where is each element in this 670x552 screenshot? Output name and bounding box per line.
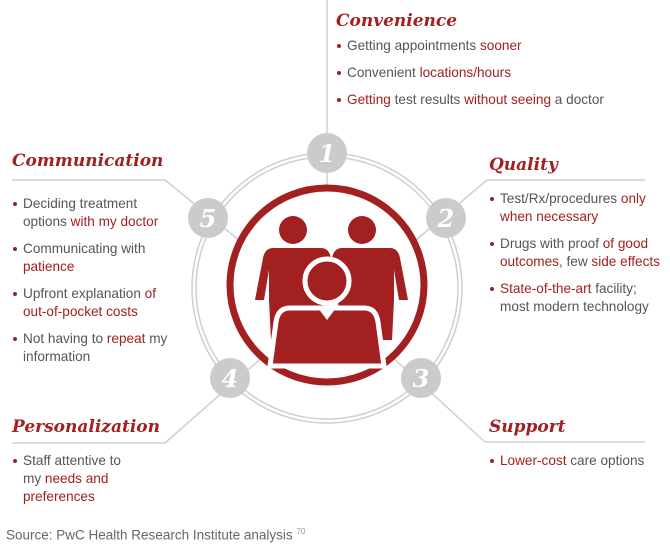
bullet-list-support: Lower-cost care options [489,452,665,470]
bullet-text: , few [558,254,592,269]
bullet-text: facility; most modern technology [500,281,649,314]
heading-convenience: Convenience [336,11,458,31]
people-group-icon [255,216,408,369]
category-quality: Quality Test/Rx/procedures only when nec… [489,154,665,325]
bullet-item: Lower-cost care options [489,452,665,470]
number-5: 5 [200,204,217,233]
bullet-text: Convenient [347,65,420,80]
source-note: Source: PwC Health Research Institute an… [6,527,305,543]
bullet-item: Getting appointments sooner [336,37,666,55]
number-circle-2 [426,198,466,238]
highlight-text: only when necessary [500,191,646,224]
category-support: Support Lower-cost care options [489,416,665,479]
number-3: 3 [413,364,430,393]
category-personalization: Personalization Staff attentive to my ne… [12,416,172,515]
bullet-text: Communicating with [23,241,146,256]
category-communication: Communication Deciding treatment options… [12,150,182,375]
bullet-item: Getting test results without seeing a do… [336,91,666,109]
footnote-ref: 70 [296,527,306,536]
heading-personalization: Personalization [12,417,160,437]
number-circle-4 [210,358,250,398]
highlight-text: of good outcomes [500,236,649,269]
highlight-text: with my doctor [70,214,159,229]
bullet-text: Test/Rx/procedures [500,191,621,206]
heading-support: Support [489,417,566,437]
bullet-item: Drugs with proof of good outcomes, few s… [489,235,665,271]
bullet-item: Convenient locations/hours [336,64,666,82]
highlight-text: side effects [591,254,660,269]
number-2: 2 [437,204,455,233]
bullet-list-communication: Deciding treatment options with my docto… [12,195,170,366]
bullet-text: my information [23,331,168,364]
number-circle-1 [307,133,347,173]
highlight-text: sooner [480,38,522,53]
bullet-item: Upfront explanation of out-of-pocket cos… [12,285,170,321]
bullet-text: care options [566,453,645,468]
highlight-text: Getting [347,92,391,107]
bullet-text: Upfront explanation [23,286,145,301]
bullet-text: test results [390,92,465,107]
highlight-text: of out-of-pocket costs [23,286,157,319]
number-4: 4 [222,364,239,393]
bullet-text: Drugs with proof [500,236,603,251]
number-1: 1 [319,139,336,168]
source-text: Source: PwC Health Research Institute an… [6,527,293,543]
bullet-item: Staff attentive to my needs and preferen… [12,452,142,506]
bullet-item: Not having to repeat my information [12,330,170,366]
bullet-text: a doctor [551,92,604,107]
highlight-text: State-of-the-art [500,281,592,296]
number-circle-3 [401,358,441,398]
highlight-text: Lower-cost [500,453,567,468]
highlight-text: patience [23,259,75,274]
bullet-list-personalization: Staff attentive to my needs and preferen… [12,452,142,506]
highlight-text: locations/hours [419,65,511,80]
bullet-text: Not having to [23,331,107,346]
bullet-item: State-of-the-art facility; most modern t… [489,280,665,316]
bullet-text: Getting appointments [347,38,480,53]
bullet-item: Test/Rx/procedures only when necessary [489,190,665,226]
heading-quality: Quality [489,155,558,175]
bullet-text: Deciding treatment options [23,196,138,229]
highlight-text: without seeing [464,92,552,107]
bullet-item: Communicating with patience [12,240,170,276]
heading-communication: Communication [12,151,164,171]
highlight-text: repeat [106,331,146,346]
number-circle-5 [188,198,228,238]
number-circles [188,133,466,398]
highlight-text: needs and preferences [23,471,109,504]
bullet-text: Staff attentive to my [23,453,121,486]
bullet-item: Deciding treatment options with my docto… [12,195,170,231]
